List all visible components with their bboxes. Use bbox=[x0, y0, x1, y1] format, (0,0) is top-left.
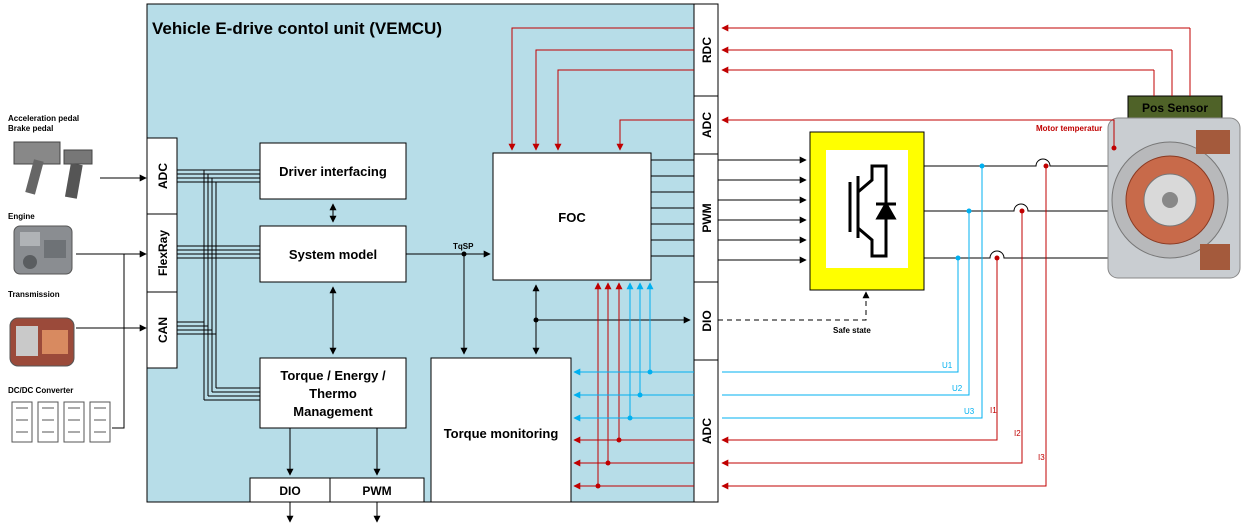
tqsp-junction bbox=[462, 252, 467, 257]
pwm-right-label: PWM bbox=[700, 203, 714, 232]
pedal-image bbox=[14, 142, 92, 199]
dio-bottom-label: DIO bbox=[279, 484, 300, 498]
system-model-label: System model bbox=[289, 247, 377, 262]
pedal-label-1: Acceleration pedal bbox=[8, 114, 79, 123]
tqsp-label: TqSP bbox=[453, 242, 474, 251]
safe-state-line bbox=[718, 292, 866, 320]
motor-image bbox=[1108, 118, 1240, 278]
can-label: CAN bbox=[156, 317, 170, 343]
motor-temperature-label: Motor temperatur bbox=[1036, 124, 1102, 133]
dio-junction bbox=[534, 318, 539, 323]
right-adc-top-label: ADC bbox=[700, 112, 714, 138]
rdc-label: RDC bbox=[700, 37, 714, 63]
pwm-bottom-label: PWM bbox=[362, 484, 391, 498]
u2-label: U2 bbox=[952, 384, 963, 393]
engine-label: Engine bbox=[8, 212, 35, 221]
i2-label: I2 bbox=[1014, 429, 1021, 438]
driver-interfacing-label: Driver interfacing bbox=[279, 164, 387, 179]
torque-mgmt-line3: Management bbox=[293, 404, 373, 419]
torque-mgmt-line1: Torque / Energy / bbox=[280, 368, 386, 383]
inverter-inner bbox=[826, 150, 908, 268]
transmission-image bbox=[10, 318, 74, 366]
vemcu-title: Vehicle E-drive contol unit (VEMCU) bbox=[152, 19, 442, 38]
u1-label: U1 bbox=[942, 361, 953, 370]
right-adc-bottom-label: ADC bbox=[700, 418, 714, 444]
engine-image bbox=[14, 226, 72, 274]
left-adc-label: ADC bbox=[156, 163, 170, 189]
pos-sensor-label: Pos Sensor bbox=[1142, 101, 1208, 115]
dio-right-label: DIO bbox=[700, 310, 714, 331]
foc-label: FOC bbox=[558, 210, 586, 225]
dcdc-connector bbox=[112, 254, 124, 428]
dcdc-label: DC/DC Converter bbox=[8, 386, 73, 395]
torque-monitoring-label: Torque monitoring bbox=[444, 426, 559, 441]
safe-state-label: Safe state bbox=[833, 326, 871, 335]
torque-mgmt-line2: Thermo bbox=[309, 386, 357, 401]
pedal-label-2: Brake pedal bbox=[8, 124, 53, 133]
transmission-label: Transmission bbox=[8, 290, 60, 299]
flexray-label: FlexRay bbox=[156, 230, 170, 276]
u3-label: U3 bbox=[964, 407, 975, 416]
pwm-inverter-lines bbox=[718, 160, 806, 260]
i3-label: I3 bbox=[1038, 453, 1045, 462]
i1-label: I1 bbox=[990, 406, 997, 415]
dcdc-image bbox=[12, 402, 110, 442]
